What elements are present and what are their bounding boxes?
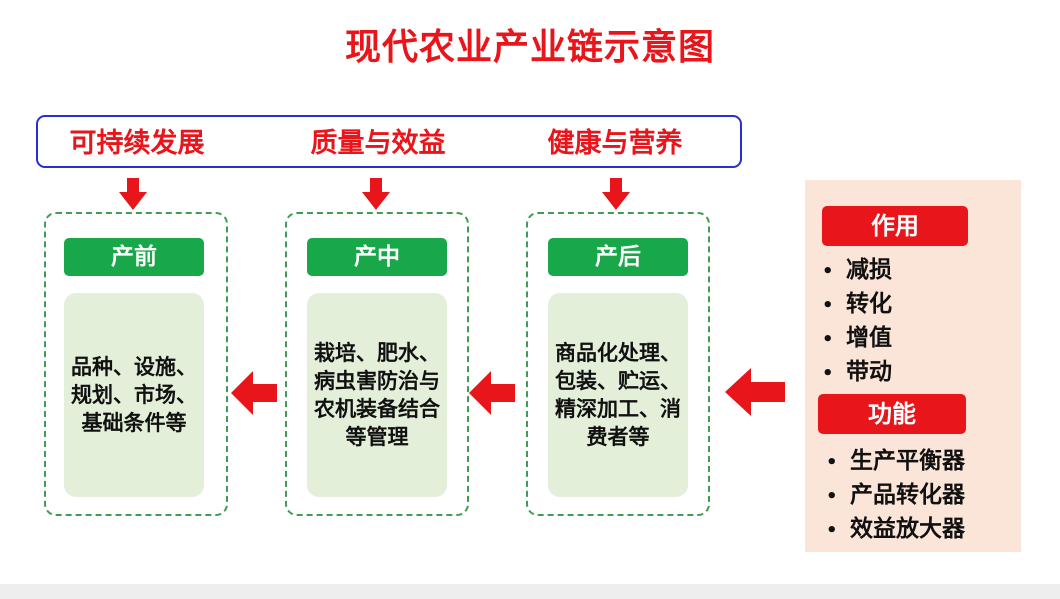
stage-post-production-label: 产后 (548, 238, 688, 276)
goal-quality-and-efficiency: 质量与效益 (310, 128, 446, 159)
list-item: •减损 (822, 257, 892, 283)
down-arrow-icon (602, 178, 630, 210)
stage-pre-production-label: 产前 (64, 238, 204, 276)
list-item: •生产平衡器 (826, 448, 965, 474)
down-arrow-icon (119, 178, 147, 210)
stage-production-label: 产中 (307, 238, 447, 276)
left-arrow-icon (231, 371, 277, 415)
diagram-title: 现代农业产业链示意图 (344, 27, 715, 68)
goal-health-and-nutrition: 健康与营养 (547, 128, 683, 159)
goals-frame (36, 115, 742, 168)
list-item: •增值 (822, 325, 892, 351)
stage-pre-production-frame (44, 212, 228, 516)
function-tag: 功能 (818, 394, 966, 434)
list-item: •产品转化器 (826, 482, 965, 508)
left-arrow-icon (725, 368, 785, 416)
down-arrow-icon (362, 178, 390, 210)
left-arrow-icon (469, 371, 515, 415)
list-item: •带动 (822, 359, 892, 385)
bottom-band (0, 584, 1060, 599)
goal-sustainable-development: 可持续发展 (69, 128, 205, 159)
role-tag: 作用 (822, 206, 968, 246)
stage-production-frame (285, 212, 469, 516)
function-list: •生产平衡器 •产品转化器 •效益放大器 (826, 445, 965, 547)
role-list: •减损 •转化 •增值 •带动 (822, 254, 892, 390)
list-item: •转化 (822, 291, 892, 317)
stage-pre-production-content: 品种、设施、规划、市场、基础条件等 (64, 293, 204, 497)
list-item: •效益放大器 (826, 516, 965, 542)
stage-production-content: 栽培、肥水、病虫害防治与农机装备结合等管理 (307, 293, 447, 497)
stage-post-production-frame (526, 212, 710, 516)
stage-post-production-content: 商品化处理、包装、贮运、精深加工、消费者等 (548, 293, 688, 497)
